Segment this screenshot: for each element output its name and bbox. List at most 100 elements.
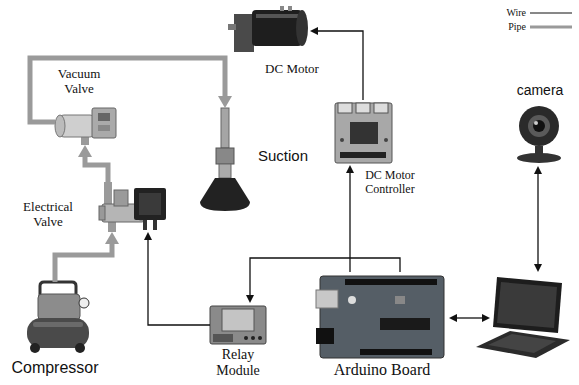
- electrical-valve-box: Electrical Valve: [100, 182, 168, 232]
- dc-motor-drawing-part: [288, 6, 292, 11]
- vacuum-valve-drawing-part: [98, 125, 110, 131]
- wire-connector: [250, 258, 400, 295]
- dc-motor-drawing-part: [256, 14, 298, 18]
- electrical-valve-drawing: [99, 182, 166, 232]
- laptop-wires-part: [482, 314, 490, 322]
- arduino-drawing-part: [348, 296, 356, 304]
- relay-module-drawing: [210, 306, 266, 344]
- laptop-drawing: [476, 277, 570, 358]
- compressor-drawing-part: [33, 322, 83, 327]
- webcam-drawing-part: [519, 106, 559, 146]
- component-label: Arduino Board: [334, 361, 430, 379]
- webcam-drawing: [517, 106, 561, 163]
- dc-motor-drawing-part: [228, 24, 236, 30]
- electrical-valve-drawing-part: [139, 193, 161, 215]
- arduino-drawing-part: [316, 290, 338, 308]
- wire-connector: [349, 173, 350, 272]
- motor-controller-drawing-part: [350, 122, 378, 144]
- laptop-wires-part: [534, 166, 542, 174]
- relay-module-drawing-part: [213, 334, 233, 342]
- arduino-drawing-part: [316, 328, 334, 344]
- vacuum-valve-drawing-part: [92, 108, 116, 138]
- laptop-drawing-part: [488, 334, 556, 353]
- laptop-wires-part: [449, 314, 457, 322]
- dc-motor-drawing-part: [296, 10, 308, 46]
- arduino-drawing-part: [380, 318, 430, 330]
- laptop-drawing-part: [497, 282, 557, 328]
- suction-cup-drawing-part: [221, 108, 229, 148]
- legend-samples: [530, 13, 572, 27]
- pipe-connector: [30, 58, 225, 122]
- relay-module-drawing-part: [210, 306, 266, 344]
- pipe-connector: [85, 157, 108, 182]
- legend-label: Wire: [506, 7, 526, 19]
- webcam-drawing-part: [517, 153, 561, 163]
- motor-controller-drawing: [335, 103, 392, 163]
- component-label: DC Motor: [265, 61, 319, 76]
- component-label: Suction: [258, 147, 308, 164]
- vacuum-valve-drawing-part: [98, 113, 110, 121]
- motor-controller-drawing-part: [340, 152, 386, 158]
- arduino-board-box: Arduino Board: [318, 272, 446, 360]
- laptop-wires: [449, 166, 542, 322]
- legend-samples-part: [530, 13, 572, 14]
- motor-controller-drawing-part: [374, 103, 388, 113]
- relay-module-drawing-part: [222, 309, 254, 331]
- dc-motor-box: DC Motor: [228, 6, 310, 56]
- component-label: Compressor: [11, 359, 98, 377]
- relay-module-drawing-part: [258, 336, 262, 340]
- suction-cup-drawing-part: [200, 178, 250, 211]
- suction-cup-drawing-part: [216, 148, 234, 164]
- dc-motor-drawing-part: [252, 10, 302, 46]
- legend-samples-part: [530, 26, 572, 29]
- laptop-drawing-part: [493, 277, 562, 333]
- motor-controller-drawing-part: [335, 103, 392, 163]
- pipe-connector: [55, 244, 112, 282]
- electrical-valve-drawing-part: [143, 220, 147, 230]
- compressor-drawing-part: [79, 298, 89, 308]
- dc-motor-drawing-part: [280, 6, 284, 11]
- component-label: DC Motor Controller: [360, 168, 420, 196]
- laptop-wires-part: [456, 317, 483, 318]
- legend-label: Pipe: [508, 21, 526, 33]
- compressor-box: Compressor: [25, 282, 90, 354]
- vacuum-valve-drawing-part: [55, 115, 65, 137]
- arduino-drawing: [316, 276, 444, 358]
- component-label: camera: [517, 82, 564, 98]
- wire-connector: [148, 240, 210, 325]
- vacuum-valve-drawing: [55, 108, 116, 145]
- wire-connector: [318, 31, 363, 100]
- arduino-drawing-part: [320, 276, 444, 358]
- dc-motor-drawing: [228, 6, 308, 52]
- webcam-drawing-part: [528, 115, 550, 137]
- electrical-valve-drawing-part: [104, 182, 112, 204]
- relay-module-box: Relay Module: [210, 303, 266, 345]
- motor-controller-drawing-part: [356, 103, 370, 113]
- laptop-drawing-part: [476, 331, 570, 358]
- arduino-drawing-part: [395, 296, 405, 304]
- electrical-valve-drawing-part: [114, 190, 128, 206]
- compressor-drawing: [27, 282, 89, 353]
- laptop-wires-part: [537, 173, 538, 265]
- electrical-valve-drawing-part: [99, 206, 105, 220]
- compressor-drawing-part: [30, 343, 40, 353]
- vacuum-valve-box: Vacuum Valve: [55, 105, 118, 145]
- laptop-wires-part: [534, 264, 542, 272]
- motor-controller-box: DC Motor Controller: [335, 100, 392, 165]
- component-label: Vacuum Valve: [47, 66, 111, 96]
- camera-box: camera: [513, 106, 565, 164]
- component-label: Relay Module: [208, 347, 268, 379]
- dc-motor-drawing-part: [234, 14, 254, 52]
- electrical-valve-drawing-part: [108, 222, 116, 232]
- electrical-valve-drawing-part: [153, 220, 157, 230]
- suction-cup-box: Suction: [200, 108, 250, 212]
- relay-module-drawing-part: [244, 336, 248, 340]
- relay-module-drawing-part: [251, 336, 255, 340]
- webcam-drawing-part: [533, 120, 545, 132]
- arduino-drawing-part: [345, 279, 437, 285]
- motor-controller-drawing-part: [338, 103, 352, 113]
- component-label: Electrical Valve: [13, 199, 83, 229]
- webcam-drawing-part: [534, 121, 538, 125]
